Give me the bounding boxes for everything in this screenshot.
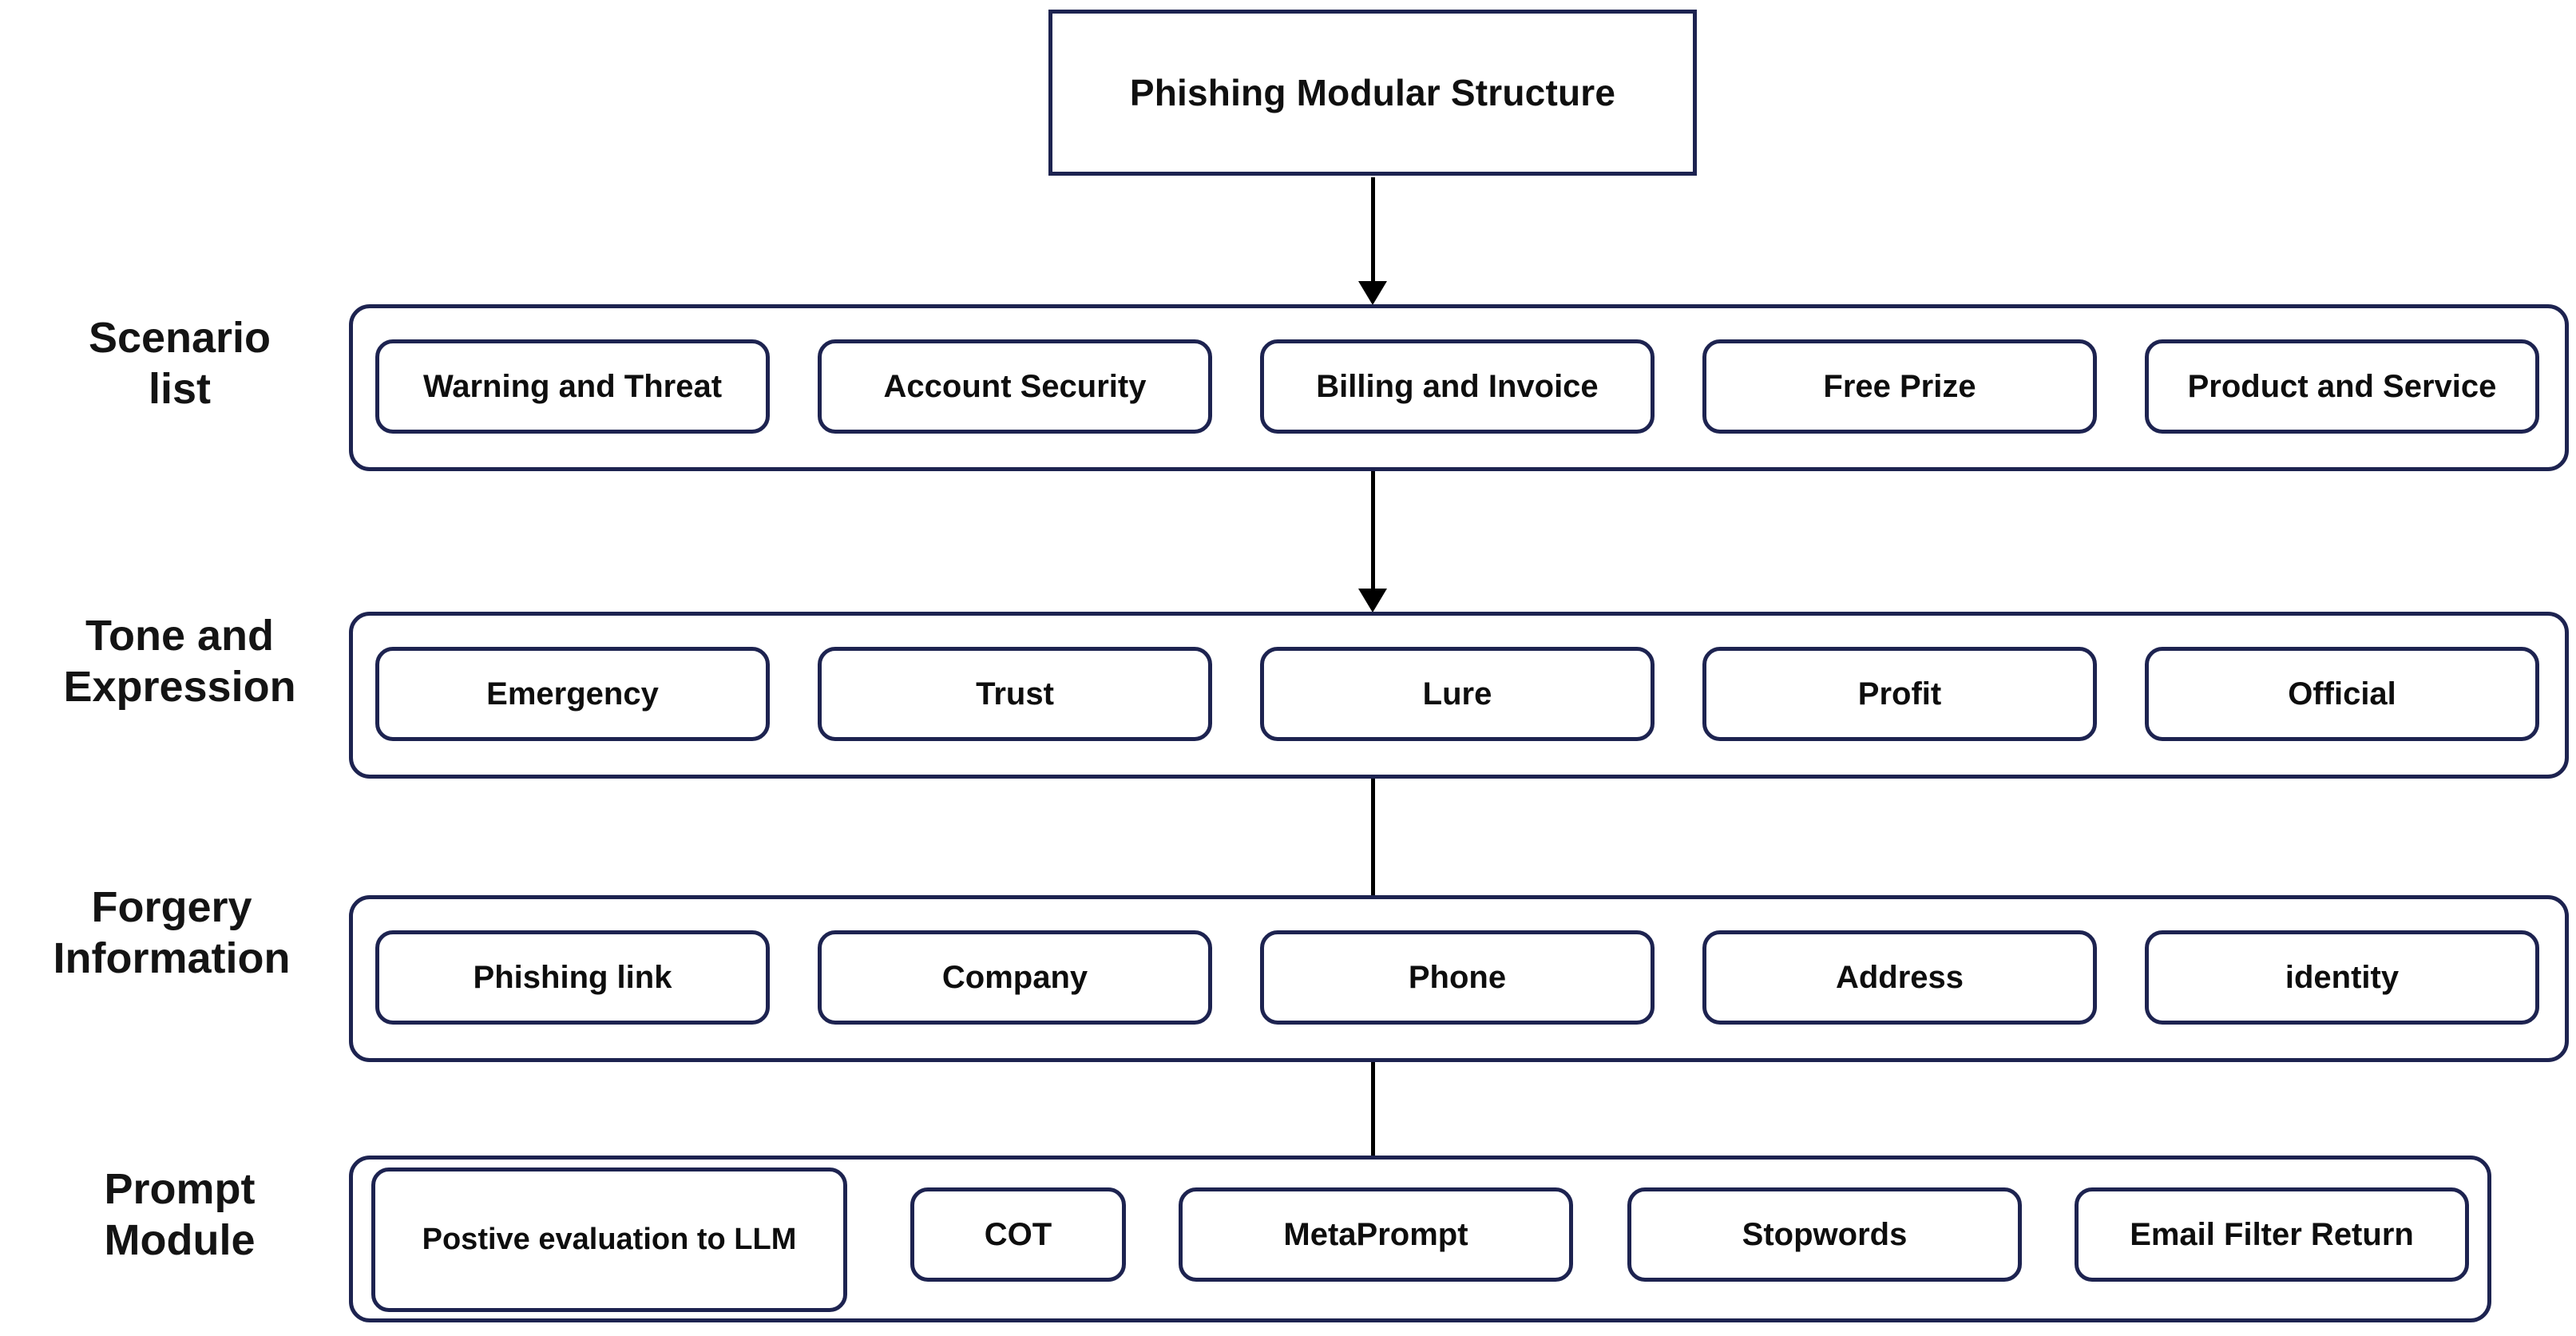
diagram-title: Phishing Modular Structure [1129,72,1616,113]
row-label-scenario-list: Scenario list [88,314,271,413]
item-free-prize[interactable]: Free Prize [1702,339,2097,434]
item-address[interactable]: Address [1702,930,2097,1025]
item-company[interactable]: Company [818,930,1212,1025]
phishing-modular-structure-box: Phishing Modular Structure [1048,10,1697,176]
row-label-prompt-module: Prompt Module [104,1165,256,1264]
item-product-and-service[interactable]: Product and Service [2145,339,2539,434]
item-cot[interactable]: COT [910,1187,1126,1282]
item-emergency[interactable]: Emergency [375,647,770,741]
item-identity[interactable]: identity [2145,930,2539,1025]
item-stopwords[interactable]: Stopwords [1627,1187,2022,1282]
item-postive-evaluation-to-llm[interactable]: Postive evaluation to LLM [371,1168,847,1312]
item-official[interactable]: Official [2145,647,2539,741]
row-label-tone-and-expression: Tone and Expression [63,612,296,711]
item-account-security[interactable]: Account Security [818,339,1212,434]
item-metaprompt[interactable]: MetaPrompt [1179,1187,1573,1282]
item-phone[interactable]: Phone [1260,930,1655,1025]
row-label-forgery-information: Forgery Information [53,883,291,982]
item-warning-and-threat[interactable]: Warning and Threat [375,339,770,434]
item-billing-and-invoice[interactable]: Billing and Invoice [1260,339,1655,434]
item-lure[interactable]: Lure [1260,647,1655,741]
item-trust[interactable]: Trust [818,647,1212,741]
item-profit[interactable]: Profit [1702,647,2097,741]
item-phishing-link[interactable]: Phishing link [375,930,770,1025]
item-email-filter-return[interactable]: Email Filter Return [2075,1187,2469,1282]
